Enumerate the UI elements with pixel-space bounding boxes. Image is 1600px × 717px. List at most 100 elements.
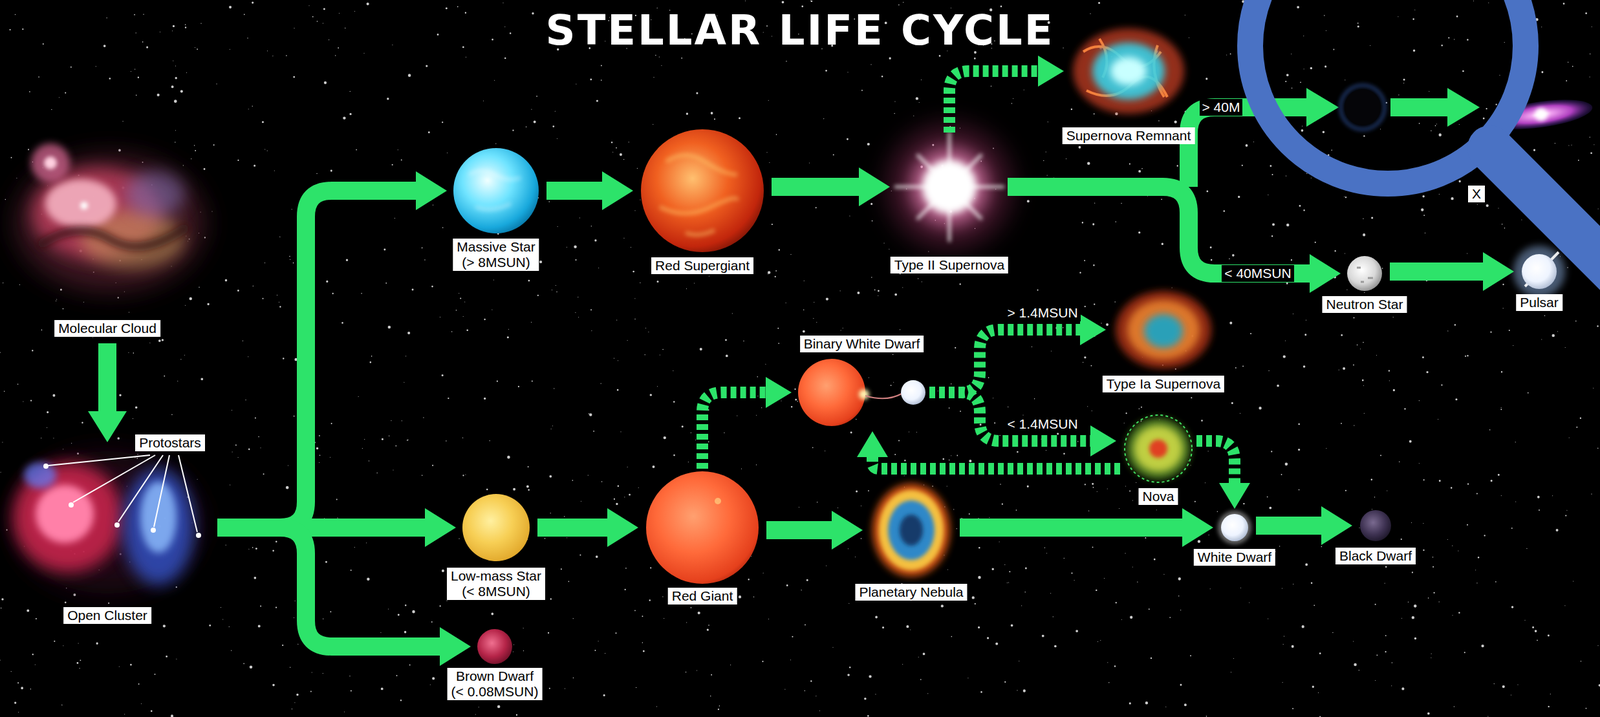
label-text: Binary White Dwarf bbox=[803, 336, 921, 352]
arrow-head bbox=[439, 627, 471, 667]
node-label: Massive Star(> 8MSUN) bbox=[452, 238, 539, 271]
arrow-head bbox=[415, 171, 447, 211]
supernova-core bbox=[931, 168, 968, 206]
supernova-glow bbox=[887, 125, 1011, 249]
node-label: Red Supergiant bbox=[651, 257, 754, 275]
neutron-star bbox=[1347, 256, 1383, 292]
dashed-flow-arrow bbox=[929, 392, 1117, 457]
edge-label: > 1.4MSUN bbox=[1004, 304, 1081, 321]
star-surface bbox=[1356, 267, 1373, 282]
label-text: Molecular Cloud bbox=[58, 320, 157, 337]
dashed-flow-arrow bbox=[702, 377, 792, 469]
arrow-head bbox=[1482, 252, 1514, 292]
white-dwarf bbox=[1221, 514, 1249, 542]
label-text: Type II Supernova bbox=[894, 257, 1005, 273]
dashed-flow-arrow bbox=[856, 431, 1121, 469]
mass-transfer bbox=[865, 393, 902, 399]
companion-star bbox=[798, 358, 866, 427]
protostar bbox=[114, 522, 120, 528]
black-hole bbox=[1344, 89, 1381, 126]
label-text: Neutron Star bbox=[1325, 296, 1403, 313]
magnifier-handle bbox=[1490, 148, 1600, 288]
label-text: (> 8MSUN) bbox=[456, 254, 535, 271]
node-label: Molecular Cloud bbox=[54, 320, 161, 337]
nova-outline bbox=[1124, 415, 1192, 483]
arrow-shaft bbox=[872, 455, 1121, 469]
label-text: Massive Star bbox=[456, 239, 535, 255]
label-text: Brown Dwarf bbox=[451, 668, 539, 685]
arrow-head bbox=[424, 508, 456, 548]
star-node: Low-mass Star(< 8MSUN) bbox=[462, 494, 530, 562]
node-label: Nova bbox=[1138, 488, 1178, 506]
nebula-blob bbox=[31, 143, 70, 183]
arrow-head bbox=[1306, 87, 1339, 127]
nebula-ring bbox=[878, 490, 944, 571]
supernova-node: Type Ia Supernova bbox=[1112, 287, 1215, 372]
arrow-head bbox=[1447, 87, 1480, 127]
arrow-shaft bbox=[1007, 186, 1311, 274]
node-label: Binary White Dwarf bbox=[800, 335, 925, 353]
dashed-flow-arrow bbox=[949, 55, 1064, 133]
star-node: Black Dwarf bbox=[1360, 510, 1392, 542]
arrow-head bbox=[765, 377, 792, 409]
arrow-shaft bbox=[217, 190, 418, 528]
arrow-head bbox=[831, 510, 863, 550]
cluster-nebula bbox=[140, 481, 177, 553]
arrow-shaft bbox=[702, 392, 768, 469]
arrow-shaft bbox=[959, 518, 1184, 537]
red-supergiant bbox=[640, 129, 764, 253]
node-label: Supernova Remnant bbox=[1062, 127, 1196, 145]
supernova-core bbox=[922, 159, 977, 215]
label-text: Pulsar bbox=[1519, 294, 1559, 311]
flow-arrow bbox=[537, 508, 639, 548]
edge-label: < 1.4MSUN bbox=[1004, 415, 1081, 433]
arrow-head bbox=[87, 411, 127, 443]
pulsar-glow bbox=[1513, 245, 1566, 298]
flow-arrow bbox=[1389, 252, 1514, 292]
arrow-shaft bbox=[1255, 516, 1323, 535]
star-surface bbox=[659, 155, 738, 235]
node-label: Type Ia Supernova bbox=[1102, 375, 1225, 393]
leader-line bbox=[178, 455, 198, 533]
nebula-inner bbox=[899, 514, 923, 546]
arrow-shaft bbox=[546, 181, 604, 200]
node-label: Brown Dwarf(< 0.08MSUN) bbox=[447, 668, 543, 701]
protostar bbox=[195, 532, 202, 539]
node-label: Planetary Nebula bbox=[854, 583, 967, 601]
dashed-flow-arrow bbox=[1196, 441, 1251, 509]
label-text: Black Dwarf bbox=[1339, 548, 1412, 564]
red-giant bbox=[646, 471, 759, 584]
star-node: Massive Star(> 8MSUN) bbox=[453, 148, 539, 234]
leader-line bbox=[118, 455, 163, 522]
protostar bbox=[150, 527, 156, 533]
white-dwarf-star bbox=[900, 380, 926, 405]
label-text: Type Ia Supernova bbox=[1106, 376, 1221, 392]
nova-node: Nova bbox=[1122, 413, 1194, 485]
label-text: Supernova Remnant bbox=[1066, 128, 1192, 144]
nebula-blob bbox=[43, 156, 57, 170]
callout-label: Protostars bbox=[135, 434, 206, 452]
white-dwarf-glow bbox=[1217, 510, 1252, 545]
nebula-node: Molecular Cloud bbox=[10, 122, 205, 340]
nebula-star bbox=[80, 201, 88, 210]
remnant-core bbox=[1092, 42, 1165, 100]
branch-arrow bbox=[1390, 98, 1449, 117]
star-node: Pulsar bbox=[1521, 254, 1557, 290]
arrow-head bbox=[602, 171, 634, 211]
arrow-head bbox=[1037, 55, 1064, 87]
arrow-shaft bbox=[217, 527, 442, 647]
protostar bbox=[43, 463, 49, 469]
cluster-glow bbox=[13, 451, 202, 594]
label-text: (< 8MSUN) bbox=[450, 583, 542, 600]
label-text: Red Giant bbox=[671, 588, 734, 605]
nova-shell bbox=[1133, 425, 1183, 473]
arrow-head bbox=[856, 431, 888, 458]
star-surface bbox=[714, 497, 722, 505]
star-node: Brown Dwarf(< 0.08MSUN) bbox=[477, 629, 513, 665]
arrow-shaft bbox=[771, 177, 861, 196]
arrow-shaft bbox=[929, 392, 1092, 442]
arrow-head bbox=[607, 508, 639, 548]
nebula-shell bbox=[872, 483, 951, 577]
cluster-nebula bbox=[23, 462, 57, 489]
